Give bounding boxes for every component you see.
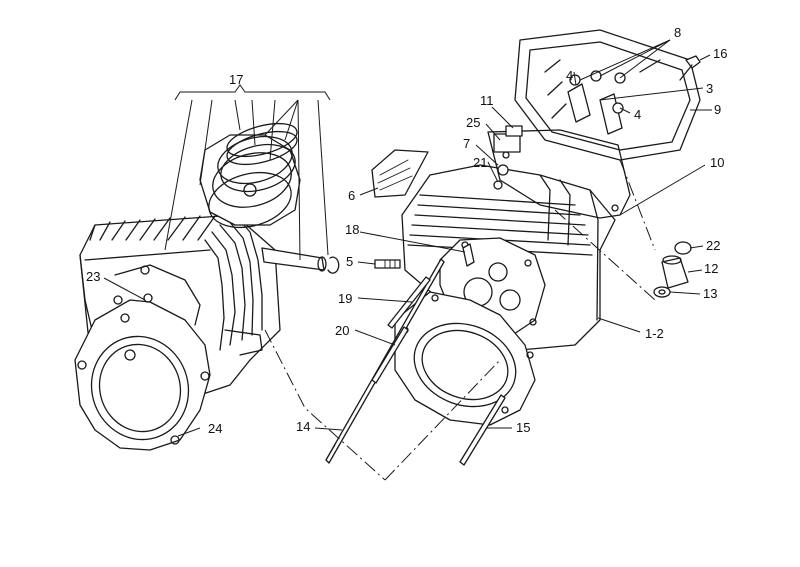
callout-7: 7 [463, 136, 470, 151]
callout-labels: 17 23 24 6 5 18 19 20 14 15 1-2 13 12 22… [86, 25, 727, 436]
callout-23: 23 [86, 269, 100, 284]
cap-22 [674, 241, 692, 255]
cover-bolt [679, 55, 701, 81]
callout-17: 17 [229, 72, 243, 87]
assembly-axes [264, 159, 656, 481]
callout-15: 15 [516, 420, 530, 435]
callout-21: 21 [473, 155, 487, 170]
washer-13 [653, 286, 671, 298]
callout-9: 9 [714, 102, 721, 117]
stud-19 [387, 276, 431, 329]
chain-tensioner-pad [371, 149, 429, 198]
callout-11: 11 [480, 93, 494, 108]
callout-5: 5 [346, 254, 353, 269]
callout-25: 25 [466, 115, 480, 130]
callout-16: 16 [713, 46, 727, 61]
callout-12: 12 [704, 261, 718, 276]
callout-19: 19 [338, 291, 352, 306]
callout-3: 3 [706, 81, 713, 96]
callout-14: 14 [296, 419, 310, 434]
cylinder-assembly [74, 122, 340, 451]
dowel-18 [462, 243, 475, 267]
head-base-gasket [394, 291, 536, 426]
callout-18: 18 [345, 222, 359, 237]
pin-circlip [327, 256, 340, 274]
callout-1-2: 1-2 [645, 326, 664, 341]
callout-20: 20 [335, 323, 349, 338]
callout-6: 6 [348, 188, 355, 203]
long-stud-15 [459, 394, 506, 466]
callout-22: 22 [706, 238, 720, 253]
spacer-12 [661, 255, 689, 289]
piston [199, 134, 301, 229]
piston-pin [261, 247, 327, 272]
stud-5 [374, 259, 401, 269]
head-gasket [113, 264, 201, 361]
callout-8: 8 [674, 25, 681, 40]
callout-13: 13 [703, 286, 717, 301]
piston-rings [226, 122, 298, 166]
base-gasket [74, 299, 211, 451]
callout-4-lower: 4 [634, 107, 641, 122]
valve-cover [514, 29, 701, 161]
small-fasteners [493, 125, 523, 190]
callout-4-upper: 4 [566, 68, 573, 83]
leader-lines [103, 39, 712, 437]
callout-10: 10 [710, 155, 724, 170]
callout-24: 24 [208, 421, 222, 436]
